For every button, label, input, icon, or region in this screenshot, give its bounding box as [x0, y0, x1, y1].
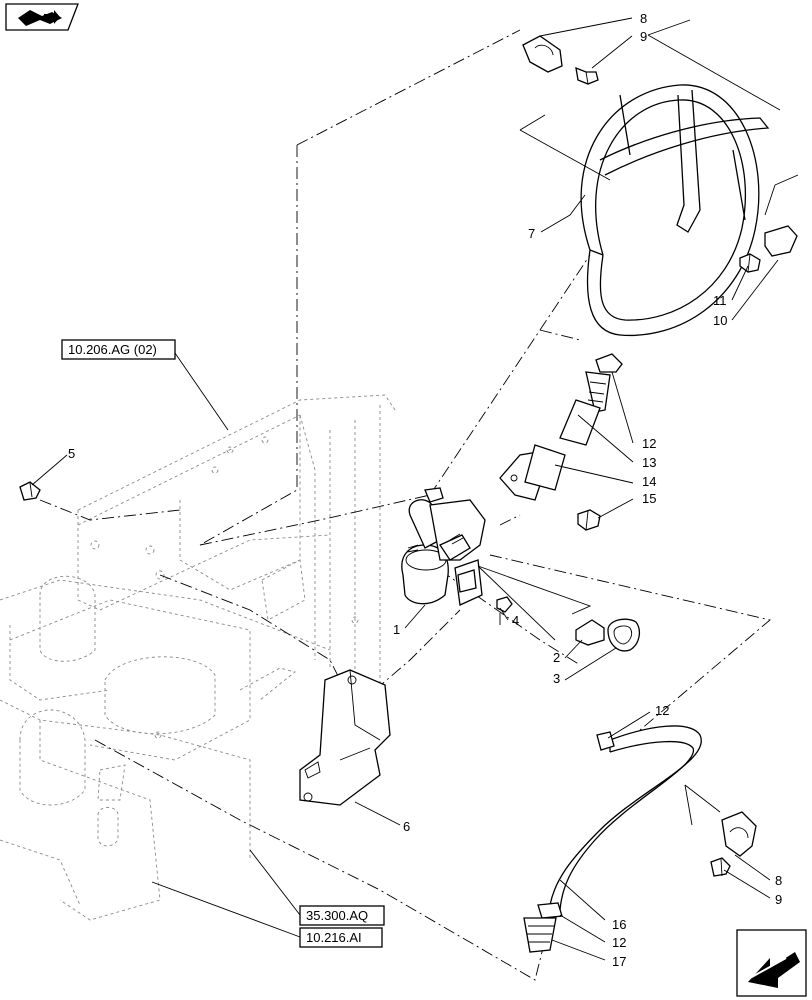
callout-10: 10 — [713, 313, 727, 328]
reference-mid-text: 35.300.AQ — [306, 908, 368, 923]
reference-mid[interactable]: 35.300.AQ — [299, 905, 385, 926]
bolt-9-low — [710, 857, 731, 877]
reference-top[interactable]: 10.206.AG (02) — [61, 339, 176, 360]
callout-8-low: 8 — [775, 873, 782, 888]
leader-lines — [31, 17, 799, 961]
kit-symbol-icon[interactable] — [5, 3, 79, 31]
callout-15: 15 — [642, 491, 656, 506]
callout-4: 4 — [512, 613, 519, 628]
callout-12-top: 12 — [642, 436, 656, 451]
callout-9-top: 9 — [640, 29, 647, 44]
callout-7: 7 — [528, 226, 535, 241]
callout-17: 17 — [612, 954, 626, 969]
chassis-frame — [0, 394, 396, 921]
callout-1: 1 — [393, 622, 400, 637]
filter-assembly-1 — [401, 487, 486, 606]
reference-top-text: 10.206.AG (02) — [68, 342, 157, 357]
bolt-9-top — [575, 66, 599, 85]
hose-7 — [580, 84, 770, 337]
bolt-11 — [739, 253, 761, 273]
callout-9-low: 9 — [775, 892, 782, 907]
callout-2: 2 — [553, 650, 560, 665]
clamp-12-mid — [596, 731, 615, 751]
callout-16: 16 — [612, 917, 626, 932]
hose-16 — [549, 725, 702, 911]
clip-10 — [764, 225, 798, 257]
callout-12-mid: 12 — [655, 703, 669, 718]
callout-5: 5 — [68, 446, 75, 461]
clip-8-top — [522, 35, 563, 73]
bracket-14 — [499, 444, 566, 501]
clip-2 — [575, 619, 605, 646]
previous-page-arrow-icon[interactable] — [736, 929, 807, 997]
callout-numbers: 8 9 7 11 10 12 13 14 15 5 1 4 2 3 6 12 1… — [68, 11, 782, 969]
reference-bottom[interactable]: 10.216.AI — [299, 927, 383, 948]
assembly-lines — [39, 29, 771, 981]
clip-8-low — [721, 811, 757, 857]
grommet-3 — [607, 618, 641, 652]
reference-bottom-text: 10.216.AI — [306, 930, 362, 945]
coupling-13 — [559, 371, 611, 446]
bolt-15 — [577, 509, 601, 531]
bolt-4 — [496, 596, 513, 613]
clamp-12-top — [595, 353, 623, 373]
fitting-17 — [523, 917, 557, 953]
mounting-plate-6 — [299, 669, 391, 806]
callout-14: 14 — [642, 474, 656, 489]
callout-11: 11 — [713, 293, 727, 308]
callout-8-top: 8 — [640, 11, 647, 26]
callout-3: 3 — [553, 671, 560, 686]
callout-12-low: 12 — [612, 935, 626, 950]
clamp-12-low — [537, 902, 563, 919]
callout-13: 13 — [642, 455, 656, 470]
bolt-5 — [19, 481, 41, 501]
callout-6: 6 — [403, 819, 410, 834]
